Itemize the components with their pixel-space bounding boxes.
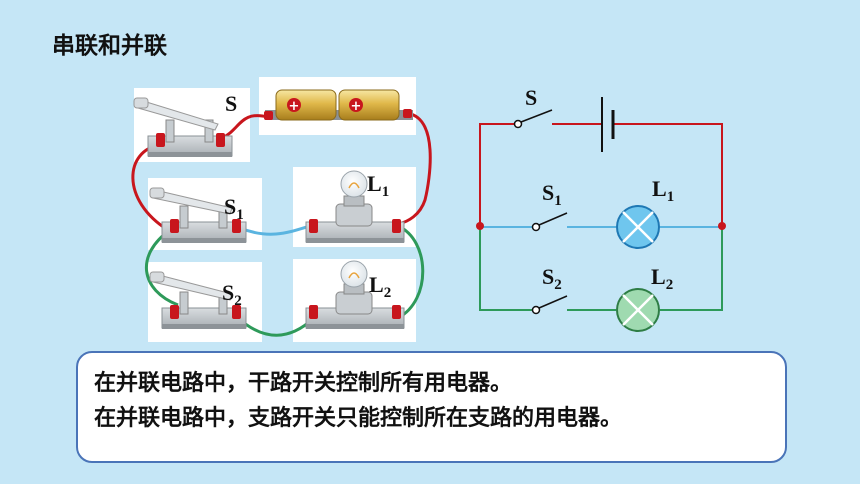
physical-label-s2: S2	[222, 280, 242, 309]
schematic-wire-left	[479, 123, 514, 225]
schematic-label-l1: L1	[652, 176, 674, 205]
knife-switch-s2[interactable]	[149, 271, 247, 329]
schematic-branch2-right	[660, 227, 723, 311]
svg-text:+: +	[289, 99, 300, 114]
lamp-l1	[305, 170, 405, 243]
schematic-label-s: S	[525, 85, 537, 110]
wire-branch1	[239, 224, 311, 236]
schematic-switch-s2	[531, 295, 568, 315]
lamp-l2	[305, 260, 405, 329]
conclusion-line-2: 在并联电路中，支路开关只能控制所在支路的用电器。	[94, 406, 623, 431]
knife-switch-s[interactable]	[133, 97, 233, 157]
schematic-label-s1: S1	[542, 180, 562, 209]
schematic-battery-icon	[601, 97, 615, 152]
physical-label-s1: S1	[224, 194, 244, 223]
conclusion-box: 在并联电路中，干路开关控制所有用电器。 在并联电路中，支路开关只能控制所在支路的…	[76, 351, 787, 463]
schematic-branch2-left	[479, 227, 532, 311]
schematic-diagram: S S1 S2 L1 L2	[476, 85, 726, 332]
schematic-switch-s1	[531, 212, 568, 232]
physical-label-l1: L1	[367, 171, 389, 200]
physical-circuit: + +	[131, 77, 432, 342]
schematic-label-l2: L2	[651, 264, 673, 293]
junction-right	[718, 222, 726, 230]
conclusion-line-1: 在并联电路中，干路开关控制所有用电器。	[94, 371, 513, 396]
schematic-lamp-l2-icon	[616, 288, 660, 332]
physical-label-l2: L2	[369, 272, 391, 301]
wire-battery-to-lamp	[397, 111, 432, 226]
svg-text:+: +	[351, 99, 362, 114]
knife-switch-s1[interactable]	[149, 187, 247, 243]
wire-branch2-right	[397, 224, 425, 320]
schematic-wire-right	[613, 123, 723, 226]
wire-branch2-left	[144, 228, 179, 307]
schematic-lamp-l1-icon	[616, 205, 660, 249]
battery-icon: + +	[264, 89, 413, 121]
switch-s2-card	[148, 262, 262, 342]
schematic-switch-s	[513, 109, 553, 129]
schematic-label-s2: S2	[542, 264, 562, 293]
page-title: 串联和并联	[52, 33, 167, 59]
wire-switch-to-battery	[221, 114, 269, 140]
junction-left	[476, 222, 484, 230]
physical-label-s: S	[225, 91, 237, 116]
